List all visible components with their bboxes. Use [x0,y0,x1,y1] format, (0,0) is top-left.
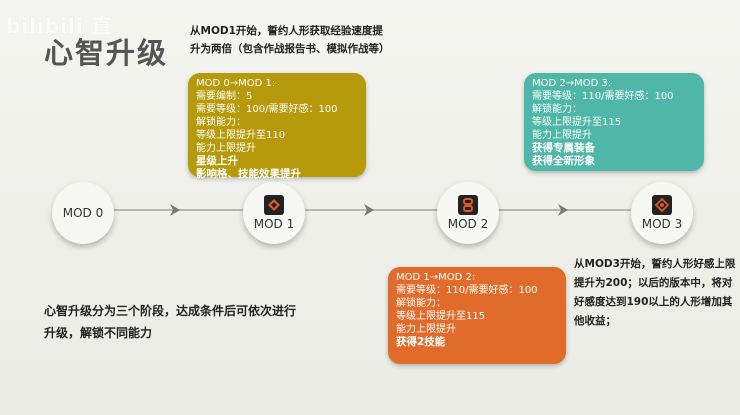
timeline-node-mod0: MOD 0 [52,182,114,244]
mod3-bold-line: 获得专属装备 [532,142,595,154]
chevron-right-icon [364,204,374,216]
mod2-line: 等级上限提升至115 [396,311,486,322]
node-label: MOD 2 [447,217,489,231]
node-label: MOD 3 [641,217,683,231]
mod3-bold-line: 获得全新形象 [532,155,595,167]
chevron-right-icon [170,204,180,216]
mod2-bold-line: 获得2技能 [396,336,446,348]
mod1-bold-line: 影响格、技能效果提升 [196,168,301,180]
right-note: 从MOD3开始，誓约人形好感上限提升为200；以后的版本中，将对好感度达到190… [574,258,736,327]
mod1-line: 能力上限提升 [196,143,256,154]
mod1-line: 需要等级：100/需要好感：100 [196,104,338,115]
timeline-node-mod2: MOD 2 [437,182,499,244]
mod1-requirements-box: MOD 0→MOD 1: 需要编制：5 需要等级：100/需要好感：100 解锁… [188,73,366,180]
mod2-emblem-icon [458,195,478,215]
mod1-line: 解锁能力： [196,117,246,128]
mod3-emblem-icon [652,195,672,215]
top-note: 从MOD1开始，誓约人形获取经验速度提升为两倍（包含作战报告书、模拟作战等） [190,25,390,55]
mod3-line: MOD 2→MOD 3: [532,78,612,89]
mod1-line: 等级上限提升至110 [196,130,286,141]
mod2-line: 需要等级：110/需要好感：100 [396,285,538,296]
mod1-line: 需要编制：5 [196,91,253,102]
timeline-node-mod3: MOD 3 [631,182,693,244]
mod3-line: 解锁能力： [532,104,582,115]
node-label: MOD 1 [253,217,295,231]
timeline-node-mod1: MOD 1 [243,182,305,244]
node-label: MOD 0 [62,206,104,220]
mod2-requirements-box: MOD 1→MOD 2: 需要等级：110/需要好感：100 解锁能力： 等级上… [388,267,566,364]
mod1-emblem-icon [264,195,284,215]
mod1-bold-line: 星级上升 [196,155,238,167]
mod3-line: 能力上限提升 [532,130,592,141]
mod2-line: 能力上限提升 [396,324,456,335]
mod3-line: 需要等级：110/需要好感：100 [532,91,674,102]
mod3-requirements-box: MOD 2→MOD 3: 需要等级：110/需要好感：100 解锁能力： 等级上… [524,73,704,171]
chevron-right-icon [558,204,568,216]
watermark-logo: bilibili 直 [6,14,113,38]
mod2-line: 解锁能力： [396,298,446,309]
mod2-line: MOD 1→MOD 2: [396,272,476,283]
mod1-line: MOD 0→MOD 1: [196,78,276,89]
mod3-line: 等级上限提升至115 [532,117,622,128]
page-title: 心智升级 [44,36,169,70]
bottom-note: 心智升级分为三个阶段，达成条件后可依次进行升级，解锁不同能力 [44,304,297,340]
